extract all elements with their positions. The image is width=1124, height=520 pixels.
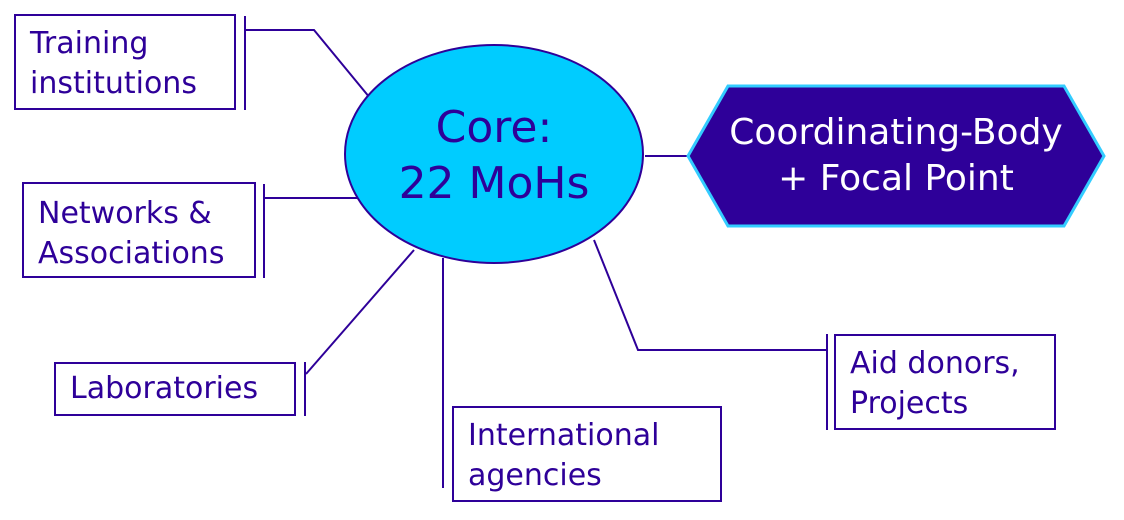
core-label: Core: 22 MoHs [344, 100, 644, 212]
tick-laboratories [304, 362, 306, 416]
core-ellipse [344, 44, 644, 264]
tick-networks [263, 184, 265, 278]
node-international-line1: International [468, 418, 660, 453]
coordinating-label: Coordinating-Body + Focal Point [688, 110, 1104, 202]
connector-aid [593, 239, 826, 351]
node-training-line2: institutions [30, 66, 197, 101]
node-laboratories-line1: Laboratories [70, 371, 259, 406]
tick-training [244, 16, 246, 110]
node-networks-line1: Networks & [38, 196, 212, 231]
node-aid-donors-projects: Aid donors, Projects [834, 334, 1056, 430]
connector-laboratories [305, 249, 415, 375]
node-international-line2: agencies [468, 458, 602, 493]
node-aid-line2: Projects [850, 386, 969, 421]
node-networks-associations: Networks & Associations [22, 182, 256, 278]
coordinating-label-line1: Coordinating-Body [729, 112, 1063, 153]
node-networks-line2: Associations [38, 236, 225, 271]
core-label-line1: Core: [435, 102, 553, 153]
node-laboratories: Laboratories [54, 362, 296, 416]
node-training-line1: Training [30, 26, 149, 61]
node-training-institutions: Training institutions [14, 14, 236, 110]
coordinating-hexagon [686, 84, 1106, 228]
node-aid-line1: Aid donors, [850, 346, 1020, 381]
connector-training [246, 29, 371, 99]
coordinating-label-line2: + Focal Point [778, 158, 1014, 199]
core-label-line2: 22 MoHs [398, 158, 590, 209]
tick-aid [826, 334, 828, 430]
node-international-agencies: International agencies [452, 406, 722, 502]
